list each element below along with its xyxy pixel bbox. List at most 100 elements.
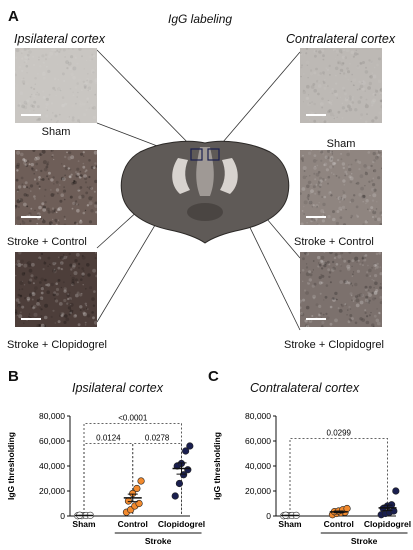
texture-speck xyxy=(360,81,364,85)
scale-bar xyxy=(306,216,326,218)
texture-speck xyxy=(373,314,377,318)
texture-speck xyxy=(311,101,313,103)
texture-speck xyxy=(67,293,70,296)
texture-speck xyxy=(46,175,49,178)
texture-speck xyxy=(348,107,353,112)
texture-speck xyxy=(63,223,67,225)
texture-speck xyxy=(371,323,375,327)
texture-speck xyxy=(312,260,315,262)
texture-speck xyxy=(23,78,25,80)
texture-speck xyxy=(351,265,353,268)
texture-speck xyxy=(367,166,371,170)
texture-speck xyxy=(38,324,41,327)
texture-speck xyxy=(372,297,376,301)
texture-speck xyxy=(302,166,307,170)
texture-speck xyxy=(340,209,343,211)
texture-speck xyxy=(341,197,344,201)
y-axis-label: IgG thresholding xyxy=(212,432,222,500)
texture-speck xyxy=(373,291,378,295)
texture-speck xyxy=(363,164,367,168)
texture-speck xyxy=(312,83,316,86)
texture-speck xyxy=(348,175,352,179)
texture-speck xyxy=(63,215,66,218)
texture-speck xyxy=(64,314,68,318)
texture-speck xyxy=(341,117,344,119)
texture-speck xyxy=(300,192,302,195)
texture-speck xyxy=(317,73,321,77)
texture-speck xyxy=(353,84,355,87)
texture-speck xyxy=(371,119,375,123)
texture-speck xyxy=(21,305,25,309)
texture-speck xyxy=(340,264,343,267)
texture-speck xyxy=(371,104,374,107)
y-tick-label: 40,000 xyxy=(245,461,271,471)
texture-speck xyxy=(321,196,323,198)
texture-speck xyxy=(39,296,44,300)
texture-speck xyxy=(324,295,328,299)
texture-speck xyxy=(379,88,382,91)
texture-speck xyxy=(23,161,27,165)
texture-speck xyxy=(361,257,364,260)
texture-speck xyxy=(72,92,73,93)
texture-speck xyxy=(317,265,320,268)
texture-speck xyxy=(51,207,55,210)
texture-speck xyxy=(83,155,85,157)
texture-speck xyxy=(23,193,27,197)
texture-speck xyxy=(74,314,77,317)
texture-speck xyxy=(50,178,54,182)
texture-speck xyxy=(53,208,57,211)
texture-speck xyxy=(39,152,43,156)
texture-speck xyxy=(44,201,47,204)
texture-speck xyxy=(308,278,312,282)
tile-ipsi-sham xyxy=(15,48,97,123)
texture-speck xyxy=(361,81,363,84)
texture-speck xyxy=(331,100,333,102)
texture-speck xyxy=(33,312,38,317)
texture-speck xyxy=(66,302,69,305)
texture-speck xyxy=(62,96,65,99)
texture-speck xyxy=(44,303,49,308)
texture-speck xyxy=(36,276,38,278)
texture-speck xyxy=(306,64,309,66)
texture-speck xyxy=(376,150,378,153)
texture-speck xyxy=(332,115,335,117)
texture-speck xyxy=(346,152,350,157)
texture-speck xyxy=(23,159,27,163)
texture-speck xyxy=(85,169,88,172)
texture-speck xyxy=(378,252,382,255)
texture-speck xyxy=(68,313,71,316)
texture-speck xyxy=(79,174,83,177)
texture-speck xyxy=(312,296,316,300)
texture-speck xyxy=(24,181,28,185)
texture-speck xyxy=(75,102,77,105)
texture-speck xyxy=(372,93,376,96)
texture-speck xyxy=(72,94,75,97)
texture-speck xyxy=(40,178,42,181)
texture-speck xyxy=(43,260,45,263)
texture-speck xyxy=(92,316,95,320)
texture-speck xyxy=(17,190,19,193)
texture-speck xyxy=(362,79,365,82)
texture-speck xyxy=(359,263,362,266)
texture-speck xyxy=(57,278,61,282)
texture-speck xyxy=(61,177,66,182)
texture-speck xyxy=(86,263,90,267)
texture-speck xyxy=(341,304,344,308)
y-tick-label: 60,000 xyxy=(245,436,271,446)
texture-speck xyxy=(26,120,27,121)
texture-speck xyxy=(41,178,45,181)
texture-speck xyxy=(334,57,337,60)
texture-speck xyxy=(352,84,355,86)
texture-speck xyxy=(348,95,352,99)
texture-speck xyxy=(45,102,49,106)
texture-speck xyxy=(341,258,344,260)
texture-speck xyxy=(80,103,81,104)
texture-speck xyxy=(368,59,371,62)
texture-speck xyxy=(323,120,327,123)
texture-speck xyxy=(323,195,327,199)
texture-speck xyxy=(302,154,304,157)
texture-speck xyxy=(337,307,340,310)
texture-speck xyxy=(84,302,88,305)
texture-speck xyxy=(37,117,41,122)
